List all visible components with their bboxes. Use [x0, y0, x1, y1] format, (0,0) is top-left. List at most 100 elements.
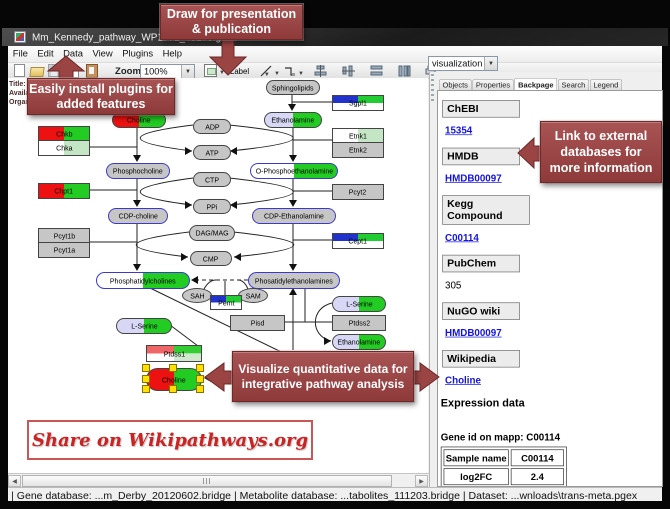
paste-button[interactable]	[86, 64, 98, 83]
expression-data-heading: Expression data	[440, 397, 525, 410]
datanode-tool-button[interactable]: ▼	[204, 64, 225, 82]
expression-table: Sample nameC00114log2FC2.4pvalue7.80252E…	[440, 446, 567, 486]
new-file-button[interactable]	[14, 64, 25, 82]
node-ethanolamine-top[interactable]: Ethanolamine	[264, 112, 322, 128]
node-cmp[interactable]: CMP	[190, 251, 232, 266]
selection-handle[interactable]	[142, 385, 150, 393]
node-l-serine-right[interactable]: L-Serine	[332, 296, 386, 312]
status-bar: | Gene database: ...m_Derby_20120602.bri…	[8, 487, 662, 501]
selection-handle[interactable]	[196, 385, 204, 393]
distribute-horizontal-icon[interactable]	[370, 65, 383, 83]
node-cdp-choline[interactable]: CDP-choline	[108, 208, 168, 224]
node-ethanolamine-bottom[interactable]: Ethanolamine	[332, 334, 386, 350]
node-cdp-ethanolamine[interactable]: CDP-Ethanolamine	[252, 208, 336, 224]
section-value-pubchem: 305	[445, 279, 462, 291]
section-header-pubchem: PubChem	[442, 254, 520, 273]
selection-handle[interactable]	[169, 364, 177, 372]
gene-id-line: Gene id on mapp: C00114	[440, 431, 561, 443]
zoom-dropdown-arrow: ▼	[181, 65, 194, 78]
callout-link-arrow	[517, 136, 541, 170]
section-value-wikipedia[interactable]: Choline	[445, 374, 481, 386]
title-bar[interactable]: Mm_Kennedy_pathway_WP1771_45176.gpml	[2, 28, 668, 46]
menu-view[interactable]: View	[92, 48, 113, 59]
selection-handle[interactable]	[142, 364, 150, 372]
section-header-hmdb: HMDB	[442, 147, 520, 166]
section-header-chebi: ChEBI	[442, 100, 520, 118]
selection-handle[interactable]	[142, 374, 150, 383]
tab-properties[interactable]: Properties	[472, 79, 514, 90]
callout-draw-arrow	[208, 36, 248, 76]
zoom-combobox[interactable]: 100%▼	[140, 64, 195, 79]
node-l-serine-left[interactable]: L-Serine	[116, 318, 172, 334]
node-o-phosphoethanolamine[interactable]: O-Phosphoethanolamine	[250, 163, 338, 179]
tab-objects[interactable]: Objects	[439, 79, 472, 90]
section-value-hmdb[interactable]: HMDB00097	[445, 172, 502, 184]
tab-backpage[interactable]: Backpage	[514, 78, 558, 90]
section-value-chebi[interactable]: 15354	[445, 124, 473, 136]
node-adp[interactable]: ADP	[193, 119, 231, 134]
align-center-icon[interactable]	[314, 65, 327, 83]
node-cept1[interactable]: Cept1	[332, 233, 384, 249]
tab-legend[interactable]: Legend	[589, 79, 622, 90]
node-phosphatidylcholines[interactable]: Phosphatidylcholines	[96, 272, 190, 289]
node-ptdss2[interactable]: Ptdss2	[332, 315, 386, 331]
node-sah[interactable]: SAH	[182, 288, 212, 303]
align-middle-icon[interactable]	[342, 65, 355, 83]
tab-search[interactable]: Search	[558, 79, 589, 90]
node-chpt1[interactable]: Chpt1	[38, 183, 90, 199]
menu-help[interactable]: Help	[162, 48, 183, 59]
menu-edit[interactable]: Edit	[37, 48, 54, 59]
selection-handle[interactable]	[196, 364, 204, 372]
share-on-wikipathways-banner: Share on Wikipathways.org	[27, 420, 313, 460]
node-pcyt2[interactable]: Pcyt2	[332, 184, 384, 200]
node-sgpl1[interactable]: Sgpl1	[332, 95, 384, 111]
callout-visualize-arrow-left	[204, 362, 233, 392]
node-pemt[interactable]: Pemt	[210, 295, 242, 310]
node-ppi[interactable]: PPi	[193, 199, 231, 214]
selection-handle[interactable]	[196, 374, 204, 383]
window-title: Mm_Kennedy_pathway_WP1771_45176.gpml	[32, 31, 238, 43]
node-ptdss1[interactable]: Ptdss1	[146, 345, 202, 362]
node-dag-mag[interactable]: DAG/MAG	[189, 225, 235, 241]
menu-plugins[interactable]: Plugins	[122, 48, 154, 59]
callout-visualize-arrow-right	[411, 362, 440, 392]
menu-data[interactable]: Data	[63, 48, 84, 59]
app-icon	[14, 31, 26, 43]
node-pisd[interactable]: Pisd	[230, 315, 285, 331]
node-atp[interactable]: ATP	[193, 145, 231, 160]
section-header-wikipedia: Wikipedia	[442, 350, 520, 368]
node-phosphocholine[interactable]: Phosphocholine	[106, 163, 170, 179]
menu-bar: File Edit Data View Plugins Help	[8, 46, 662, 63]
zoom-label: Zoom:	[115, 65, 145, 76]
section-value-kegg-compound[interactable]: C00114	[445, 231, 479, 243]
node-sphingolipids[interactable]: Sphingolipids	[266, 80, 320, 95]
canvas-horizontal-scrollbar[interactable]: ◀ ▶	[8, 473, 429, 488]
panel-splitter[interactable]	[429, 72, 436, 487]
line-tool-button[interactable]: ▼	[260, 65, 280, 83]
section-header-nugo-wiki: NuGO wiki	[442, 302, 520, 320]
connector-tool-button[interactable]: ▼	[284, 65, 304, 83]
node-phosphatidylethanolamines[interactable]: Phosatidylethanolamines	[248, 272, 340, 289]
label-tool-button[interactable]: Label▼	[230, 67, 270, 78]
node-sam[interactable]: SAM	[238, 288, 268, 303]
menu-file[interactable]: File	[12, 48, 28, 59]
node-ctp[interactable]: CTP	[193, 172, 231, 187]
callout-draw-for-presentation: Draw for presentation& publication	[160, 4, 303, 40]
visualization-combobox[interactable]: visualization▼	[428, 56, 498, 71]
section-header-kegg-compound: Kegg Compound	[442, 195, 530, 225]
callout-plugins-arrow	[46, 55, 86, 79]
distribute-vertical-icon[interactable]	[398, 65, 411, 83]
selection-handle[interactable]	[169, 385, 177, 393]
node-chka[interactable]: Chka	[38, 140, 90, 156]
section-value-nugo-wiki[interactable]: HMDB00097	[445, 326, 502, 339]
node-etnk2[interactable]: Etnk2	[332, 142, 384, 158]
node-pcyt1a[interactable]: Pcyt1a	[38, 242, 90, 258]
